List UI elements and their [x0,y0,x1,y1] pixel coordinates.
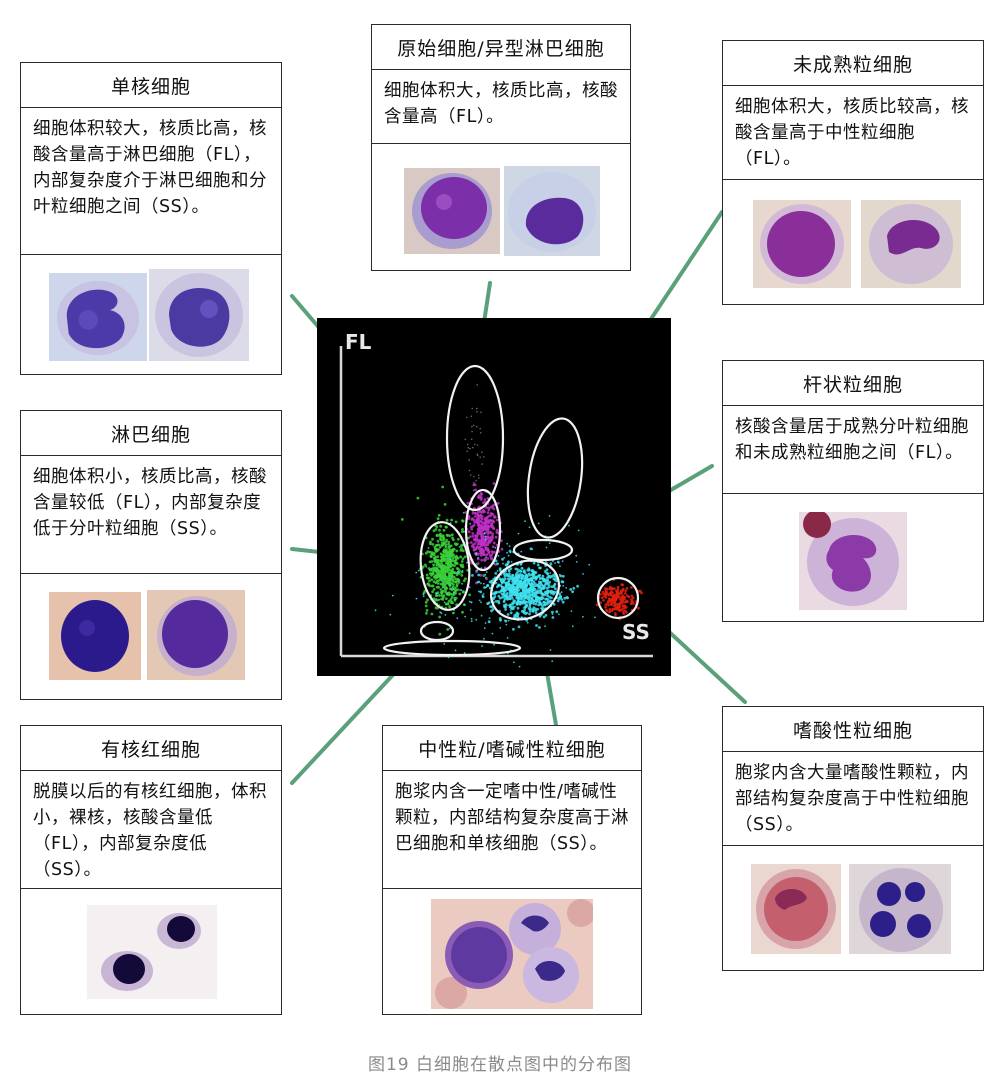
gate-nrbc [419,620,455,642]
box-neutrophil: 中性粒/嗜碱性粒细胞 胞浆内含一定嗜中性/嗜碱性颗粒，内部结构复杂度高于淋巴细胞… [382,725,642,1015]
cell-image-monocyte-2 [149,269,249,361]
cell-image-neutrophil [431,899,593,1009]
gate-neutrophil [490,559,560,621]
cell-images [21,255,281,373]
cell-images [21,574,281,698]
box-monocyte: 单核细胞 细胞体积较大，核质比高，核酸含量高于淋巴细胞（FL），内部复杂度介于淋… [20,62,282,375]
gate-band [512,538,574,562]
box-title: 淋巴细胞 [21,411,281,456]
box-lymphocyte: 淋巴细胞 细胞体积小，核质比高，核酸含量较低（FL），内部复杂度低于分叶粒细胞（… [20,410,282,700]
gate-debris [382,639,522,657]
scatter-plot-canvas [339,346,653,687]
cell-image-immature-2 [861,200,961,288]
scatter-plot: FL SS [317,318,671,687]
box-description: 核酸含量居于成熟分叶粒细胞和未成熟粒细胞之间（FL）。 [723,406,983,494]
cell-images [723,494,983,621]
box-description: 脱膜以后的有核红细胞，体积小，裸核，核酸含量低（FL），内部复杂度低（SS）。 [21,771,281,889]
cluster-eos [595,578,643,621]
box-title: 中性粒/嗜碱性粒细胞 [383,726,641,771]
cluster-lymph [400,485,486,636]
cell-images [21,889,281,1013]
gate-blast [445,364,505,512]
cluster-spray [374,511,596,687]
y-axis-label: FL [345,330,372,354]
box-description: 细胞体积小，核质比高，核酸含量较低（FL），内部复杂度低于分叶粒细胞（SS）。 [21,456,281,574]
cluster-blast [464,384,485,512]
cell-image-eosinophil-2 [849,864,951,954]
cell-image-blast-2 [504,166,600,256]
box-title: 未成熟粒细胞 [723,41,983,86]
cell-image-lymphocyte-2 [147,590,245,680]
cell-image-monocyte-1 [49,273,147,361]
box-band: 杆状粒细胞 核酸含量居于成熟分叶粒细胞和未成熟粒细胞之间（FL）。 [722,360,984,622]
figure-caption: 图19 白细胞在散点图中的分布图 [367,1055,633,1075]
x-axis-label: SS [622,620,650,644]
box-description: 胞浆内含大量嗜酸性颗粒，内部结构复杂度高于中性粒细胞（SS）。 [723,752,983,846]
box-blast: 原始细胞/异型淋巴细胞 细胞体积大，核质比高，核酸含量高（FL）。 [371,24,631,271]
cell-image-band [799,512,907,610]
box-description: 胞浆内含一定嗜中性/嗜碱性颗粒，内部结构复杂度高于淋巴细胞和单核细胞（SS）。 [383,771,641,889]
box-eosinophil: 嗜酸性粒细胞 胞浆内含大量嗜酸性颗粒，内部结构复杂度高于中性粒细胞（SS）。 [722,706,984,971]
box-title: 原始细胞/异型淋巴细胞 [372,25,630,70]
box-title: 杆状粒细胞 [723,361,983,406]
gate-eosinophil [596,576,640,620]
gate-monocyte [464,488,502,572]
scatter-dots [374,384,643,687]
box-immature: 未成熟粒细胞 细胞体积大，核质比较高，核酸含量高于中性粒细胞（FL）。 [722,40,984,305]
cell-image-immature-1 [753,200,851,288]
cell-image-nrbc [87,905,217,999]
cell-images [383,889,641,1013]
box-title: 有核红细胞 [21,726,281,771]
box-title: 嗜酸性粒细胞 [723,707,983,752]
cell-image-eosinophil-1 [751,864,841,954]
box-nrbc: 有核红细胞 脱膜以后的有核红细胞，体积小，裸核，核酸含量低（FL），内部复杂度低… [20,725,282,1015]
box-description: 细胞体积较大，核质比高，核酸含量高于淋巴细胞（FL），内部复杂度介于淋巴细胞和分… [21,108,281,255]
gate-lymphocyte [419,521,471,611]
cell-images [723,180,983,304]
gate-immature [526,417,584,539]
cell-image-lymphocyte-1 [49,592,141,680]
box-description: 细胞体积大，核质比高，核酸含量高（FL）。 [372,70,630,144]
box-title: 单核细胞 [21,63,281,108]
cell-images [372,144,630,269]
cell-images [723,846,983,970]
cell-image-blast-1 [404,168,500,254]
box-description: 细胞体积大，核质比较高，核酸含量高于中性粒细胞（FL）。 [723,86,983,180]
